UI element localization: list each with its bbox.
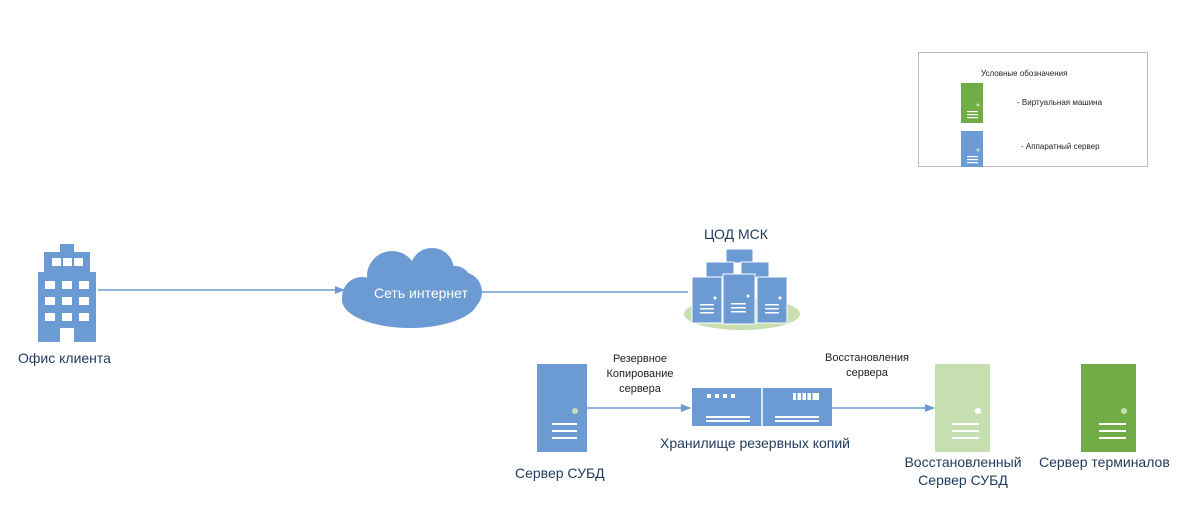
db-server-icon bbox=[537, 364, 587, 452]
legend-title: Условные обозначения bbox=[981, 69, 1068, 78]
legend-hardware-server-label: - Аппаратный сервер bbox=[1021, 142, 1100, 151]
office-label: Офис клиента bbox=[18, 350, 111, 366]
restored-server-label-line1: Восстановленный bbox=[904, 454, 1022, 470]
legend-virtual-machine-label: - Виртуальная машина bbox=[1017, 98, 1103, 107]
db-server-label: Сервер СУБД bbox=[515, 465, 605, 481]
datacenter-label: ЦОД МСК bbox=[704, 226, 768, 242]
datacenter-icon bbox=[684, 248, 800, 330]
restore-label-line1: Восстановления bbox=[825, 352, 909, 364]
terminal-server-label: Сервер терминалов bbox=[1039, 454, 1170, 470]
internet-label: Сеть интернет bbox=[374, 285, 468, 301]
office-building-icon bbox=[38, 244, 96, 342]
restored-server-label-line2: Сервер СУБД bbox=[918, 472, 1008, 488]
terminal-server-icon bbox=[1081, 364, 1136, 452]
backup-label-line3: сервера bbox=[619, 383, 661, 395]
restore-label-line2: сервера bbox=[846, 367, 888, 379]
backup-label-line2: Копирование bbox=[606, 368, 674, 380]
legend-hardware-server-icon bbox=[961, 131, 983, 167]
internet-cloud-icon bbox=[342, 248, 482, 328]
legend-virtual-machine-icon bbox=[961, 83, 983, 123]
storage-label: Хранилище резервных копий bbox=[660, 435, 850, 451]
backup-label-line1: Резервное bbox=[612, 353, 668, 365]
storage-icon bbox=[692, 388, 832, 426]
restored-server-icon bbox=[935, 364, 990, 452]
legend: Условные обозначения - Виртуальная машин… bbox=[918, 52, 1148, 167]
